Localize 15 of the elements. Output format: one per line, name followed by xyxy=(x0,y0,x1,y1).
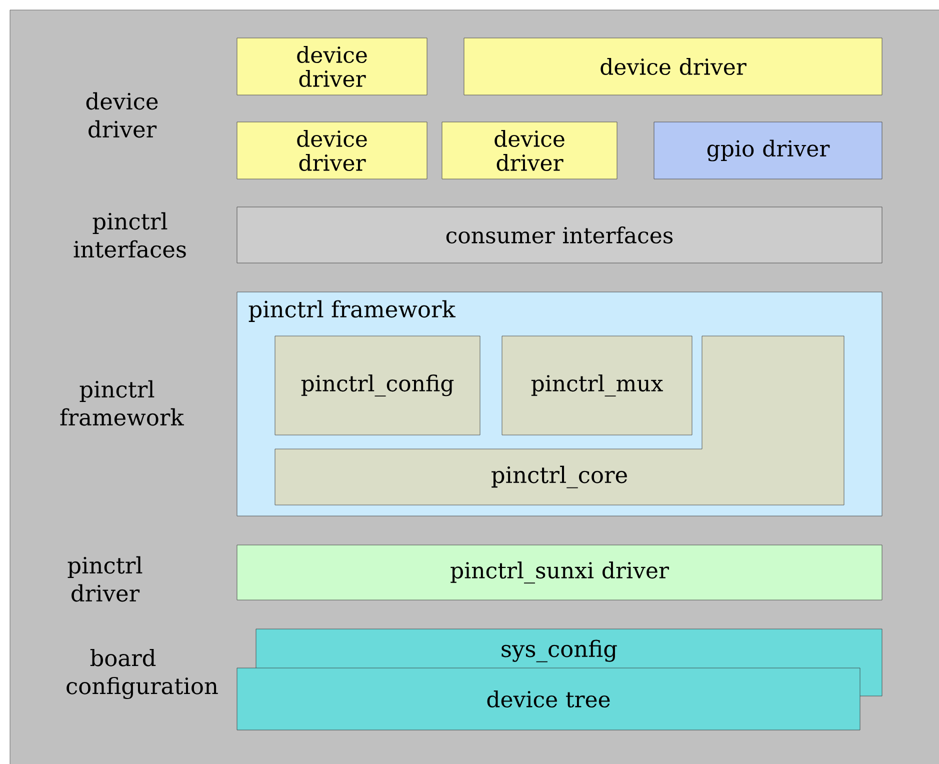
process-box: device driver xyxy=(236,38,428,96)
process-box: pinctrl_mux xyxy=(502,336,692,436)
process-box: device driver xyxy=(442,122,618,180)
process-box: gpio driver xyxy=(654,122,882,180)
layer-label: device driver xyxy=(86,92,158,138)
process-box: pinctrl_config xyxy=(274,336,480,436)
process-box: pinctrl_sunxi driver xyxy=(236,544,882,600)
process-box: consumer interfaces xyxy=(236,206,882,264)
process-box: device driver xyxy=(236,122,428,180)
layer-label: pinctrl framework xyxy=(60,380,184,426)
layer-label: board configuration xyxy=(66,648,218,700)
process-box: device tree xyxy=(236,668,860,730)
layer-label: pinctrl driver xyxy=(68,556,142,602)
process-box: device driver xyxy=(464,38,882,96)
layer-label: pinctrl interfaces xyxy=(74,212,186,258)
